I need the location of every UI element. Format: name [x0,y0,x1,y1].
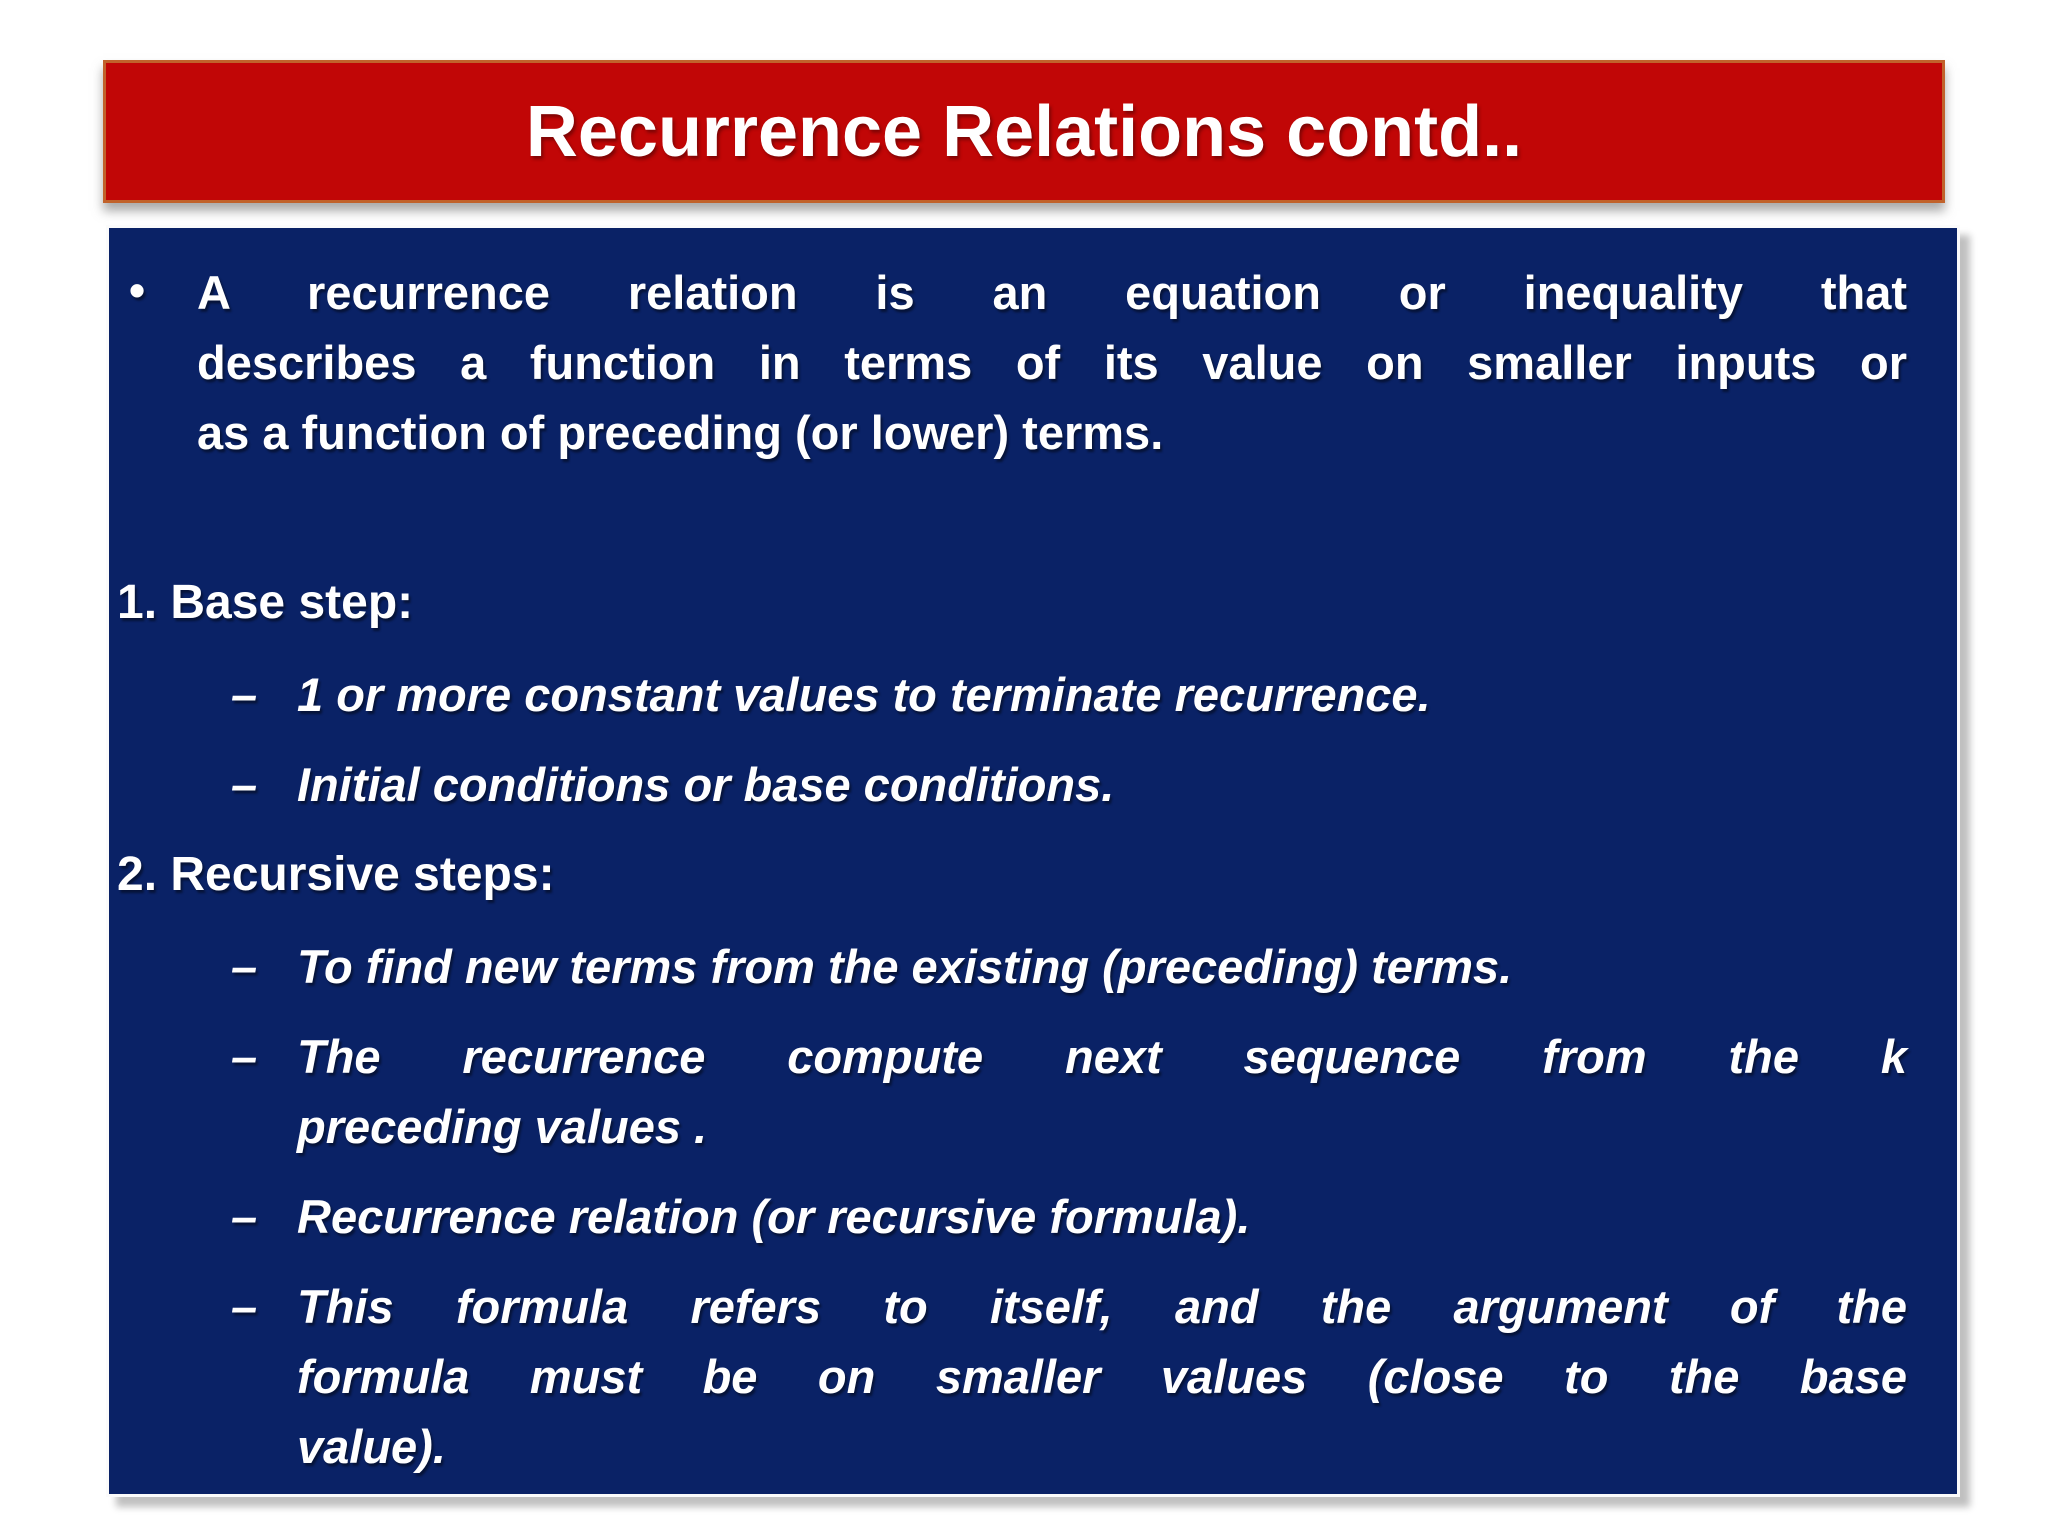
text-line: This formula refers to itself, and the a… [297,1280,1907,1333]
text-line: as a function of preceding (or lower) te… [197,406,1164,459]
bullet-icon: • [129,264,146,316]
dash-icon: – [231,1280,258,1333]
sub-bullet-item: – The recurrence compute next sequence f… [117,1022,1907,1162]
text-line: describes a function in terms of its val… [197,336,1907,389]
dash-icon: – [231,758,258,811]
text-line: Initial conditions or base conditions. [297,758,1115,811]
sub-bullet-item: – This formula refers to itself, and the… [117,1272,1907,1482]
slide-title: Recurrence Relations contd.. [525,91,1523,172]
intro-bullet-item: • A recurrence relation is an equation o… [117,258,1907,468]
dash-icon: – [231,1030,258,1083]
text-line: 1 or more constant values to terminate r… [297,668,1431,721]
dash-icon: – [231,940,258,993]
text-line: A recurrence relation is an equation or … [197,266,1907,319]
content-box: • A recurrence relation is an equation o… [106,225,1960,1497]
title-banner: Recurrence Relations contd.. [103,60,1945,203]
sub-bullet-item: – To find new terms from the existing (p… [117,932,1907,1002]
text-line: preceding values . [297,1100,708,1153]
text-line: value). [297,1420,446,1473]
text-line: To find new terms from the existing (pre… [297,940,1513,993]
sub-bullet-item: – Initial conditions or base conditions. [117,750,1907,820]
dash-icon: – [231,1190,258,1243]
section-heading-base-step: 1. Base step: [117,576,414,629]
sub-bullet-item: – Recurrence relation (or recursive form… [117,1182,1907,1252]
section-heading-recursive-steps: 2. Recursive steps: [117,848,555,901]
text-line: Recurrence relation (or recursive formul… [297,1190,1251,1243]
text-line: The recurrence compute next sequence fro… [297,1030,1907,1083]
dash-icon: – [231,668,258,721]
text-line: formula must be on smaller values (close… [297,1350,1907,1403]
sub-bullet-item: – 1 or more constant values to terminate… [117,660,1907,730]
